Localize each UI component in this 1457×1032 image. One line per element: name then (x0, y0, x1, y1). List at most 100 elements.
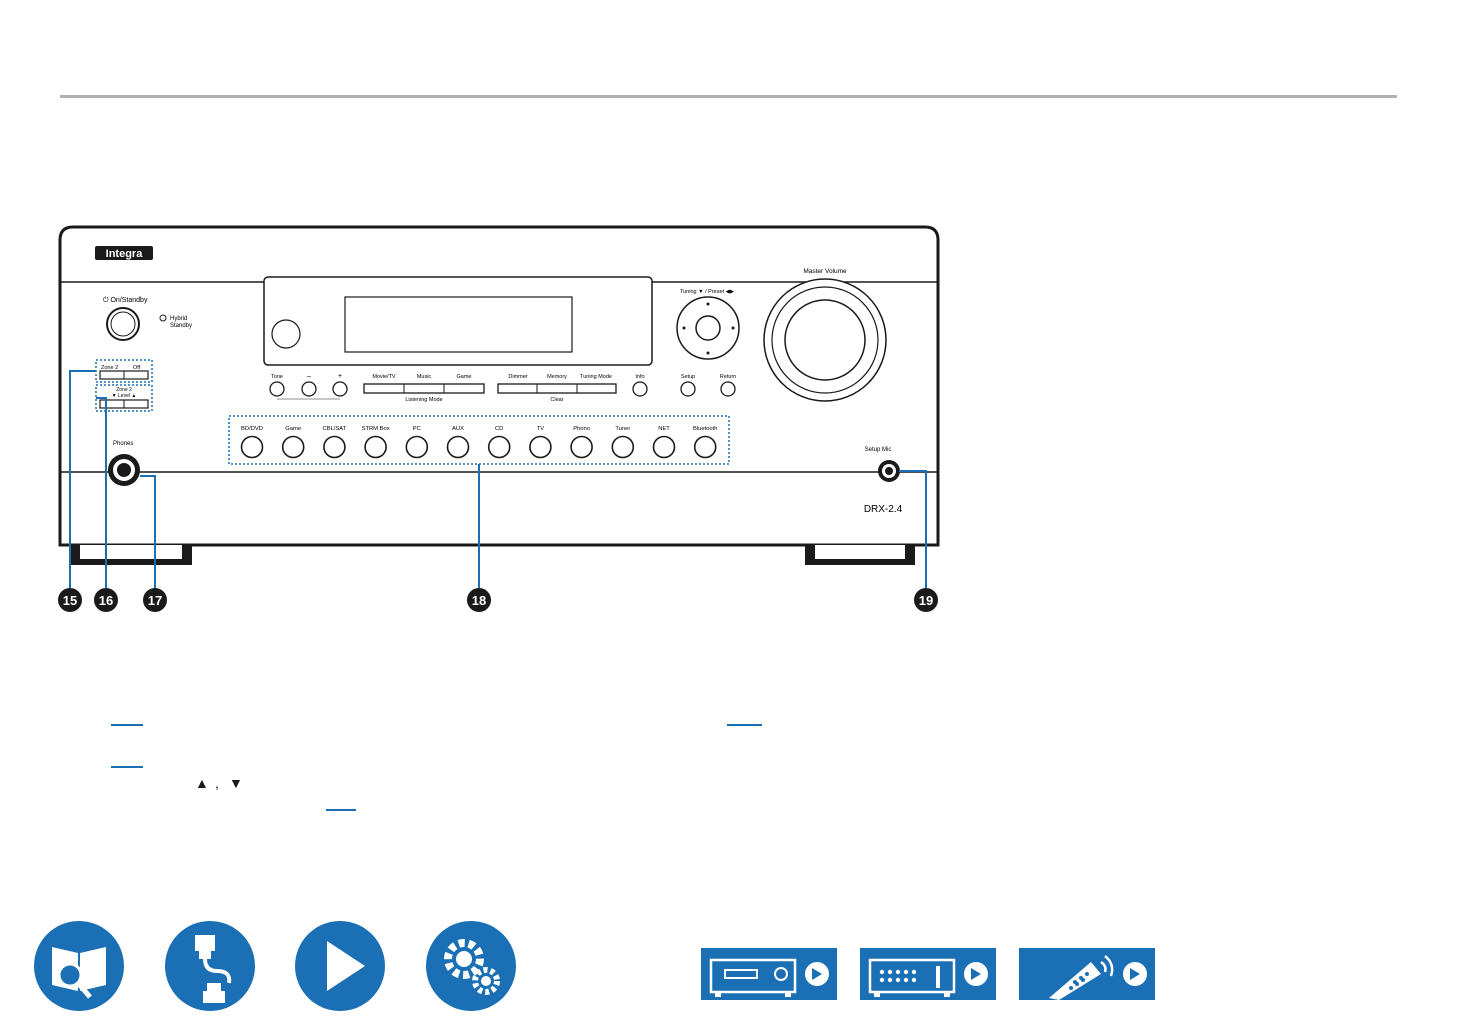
game-mode-label: Game (457, 374, 472, 380)
tone-label: Tone (271, 374, 283, 380)
power-button[interactable] (106, 307, 140, 341)
input-label-bd-dvd: BD/DVD (241, 426, 263, 432)
listening-mode-group: Movie/TV Music Game Listening Mode (363, 374, 485, 403)
memory-label: Memory (547, 374, 567, 380)
input-label-bluetooth: Bluetooth (693, 426, 718, 432)
page-link-underline-4[interactable] (727, 724, 762, 726)
callout-markers: 15 16 17 18 19 (58, 588, 938, 612)
power-label: ⏻ On/Standby (103, 296, 148, 304)
callout-badge-17 (143, 588, 167, 612)
connections-nav-button[interactable] (165, 921, 255, 1011)
hybrid-label: Hybrid (170, 316, 187, 322)
remote-nav-button[interactable] (1019, 948, 1155, 1000)
input-label-game: Game (285, 426, 301, 432)
clear-group: Dimmer Memory Tuning Mode Clear (497, 374, 617, 403)
callout-number-18: 18 (472, 593, 486, 608)
level-up-arrow: ▲ (195, 775, 209, 791)
input-label-tuner: Tuner (615, 426, 630, 432)
movie-tv-label: Movie/TV (372, 374, 396, 380)
input-label-net: NET (658, 426, 670, 432)
playback-nav-button[interactable] (295, 921, 385, 1011)
callout-badge-15 (58, 588, 82, 612)
tuning-label: Tuning ▼ / Preset ◀▶ (680, 289, 735, 295)
brand-logo (95, 246, 153, 260)
input-button-net[interactable] (652, 435, 676, 459)
standby-led (159, 314, 167, 322)
tone-minus-label: – (307, 373, 311, 380)
setup-icon (444, 939, 500, 995)
input-label-pc: PC (413, 426, 421, 432)
callout-number-15: 15 (63, 593, 77, 608)
master-volume-label: Master Volume (803, 268, 847, 275)
connections-icon (195, 935, 232, 1003)
level-down-arrow: ▼ (229, 775, 243, 791)
input-button-cbl-sat[interactable] (323, 435, 346, 459)
model-name: DRX-2.4 (864, 504, 903, 515)
input-button-pc[interactable] (405, 435, 429, 459)
input-label-strm-box: STRM Box (362, 426, 390, 432)
input-label-cd: CD (495, 426, 503, 432)
setup-button[interactable] (680, 381, 696, 397)
music-label: Music (417, 374, 432, 380)
front-panel-icon (709, 958, 829, 997)
zone2-level-label: ▼ Level ▲ (112, 393, 137, 399)
input-button-strm-box[interactable] (364, 435, 387, 459)
phones-label: Phones (113, 441, 133, 447)
input-label-phono: Phono (573, 426, 590, 432)
remote-sensor (271, 319, 301, 349)
callout-lines (69, 370, 927, 588)
input-button-bluetooth[interactable] (693, 435, 717, 459)
input-button-phono[interactable] (570, 435, 593, 459)
input-label-aux: AUX (452, 426, 464, 432)
zone2-level-zone-label: Zone 2 (116, 387, 132, 393)
listening-mode-buttons[interactable] (363, 383, 485, 394)
return-label: Return (720, 374, 737, 380)
contents-nav-button[interactable] (34, 921, 124, 1011)
enter-button[interactable] (695, 315, 721, 341)
return-button[interactable] (720, 381, 736, 397)
master-volume-knob[interactable] (763, 278, 887, 402)
rear-panel-icon (868, 958, 988, 997)
input-button-game[interactable] (281, 435, 305, 459)
dimmer-label: Dimmer (508, 374, 527, 380)
callout-badge-16 (94, 588, 118, 612)
callout-number-19: 19 (919, 593, 933, 608)
tuning-mode-label: Tuning Mode (580, 374, 612, 380)
input-button-aux[interactable] (446, 435, 470, 459)
rear-panel-nav-button[interactable] (860, 948, 996, 1000)
arrow-separator: , (215, 775, 219, 791)
contents-icon (52, 947, 106, 999)
callout-number-17: 17 (148, 593, 162, 608)
tone-plus-button[interactable] (332, 381, 348, 397)
input-button-bd-dvd[interactable] (240, 435, 264, 459)
front-panel-nav-button[interactable] (701, 948, 837, 1000)
tone-minus-button[interactable] (301, 381, 317, 397)
setup-label: Setup (681, 374, 695, 380)
remote-icon (1049, 955, 1147, 1000)
page-link-underline-1[interactable] (111, 724, 143, 726)
display-screen (344, 296, 573, 353)
zone2-off-label: Off (133, 365, 141, 371)
brand-text: Integra (106, 248, 144, 260)
clear-caption: Clear (550, 397, 563, 403)
clear-buttons[interactable] (497, 383, 617, 394)
info-label: Info (635, 374, 644, 380)
playback-icon (327, 941, 365, 991)
input-button-tv[interactable] (529, 435, 552, 459)
input-label-cbl-sat: CBL/SAT (323, 426, 347, 432)
tone-button[interactable] (269, 381, 285, 397)
listening-mode-caption: Listening Mode (405, 397, 442, 403)
header-rule (60, 95, 1397, 98)
callout-badge-18 (467, 588, 491, 612)
input-label-tv: TV (537, 426, 545, 432)
callout-badge-19 (914, 588, 938, 612)
page-link-underline-2[interactable] (111, 766, 143, 768)
standby-label: Standby (170, 323, 192, 329)
zone2-label: Zone 2 (101, 365, 118, 371)
setup-nav-button[interactable] (426, 921, 516, 1011)
info-button[interactable] (632, 381, 648, 397)
input-button-cd[interactable] (487, 435, 511, 459)
input-button-tuner[interactable] (611, 435, 635, 459)
page-link-underline-3[interactable] (326, 809, 356, 811)
callout-number-16: 16 (99, 593, 113, 608)
